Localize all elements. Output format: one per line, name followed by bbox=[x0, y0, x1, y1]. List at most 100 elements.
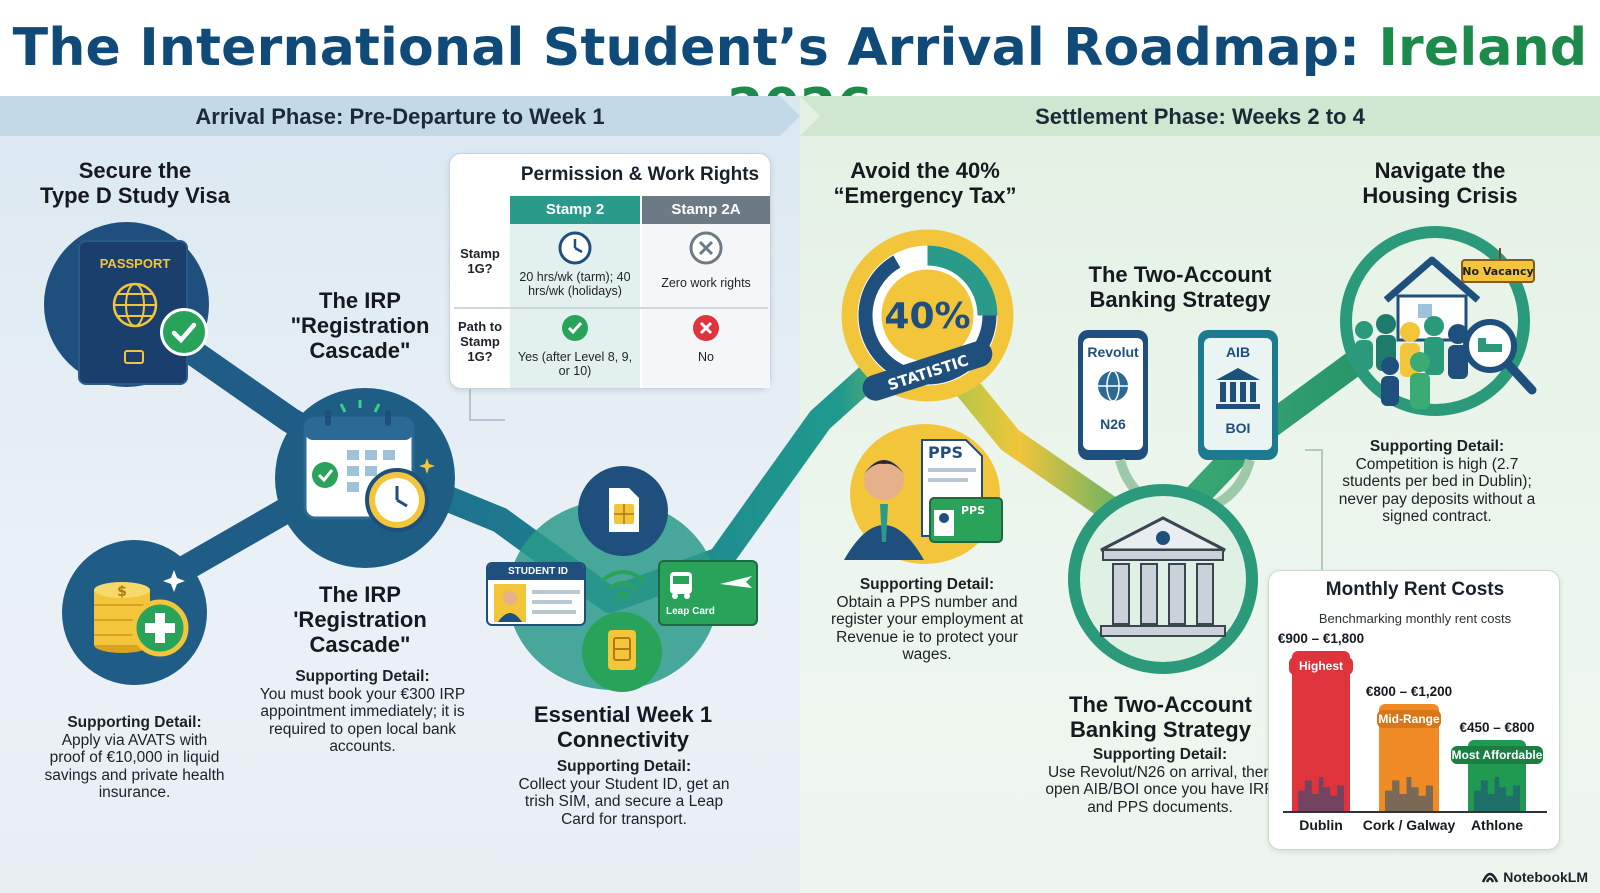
bank-building-icon bbox=[1216, 368, 1260, 409]
rent-callout-line bbox=[1305, 449, 1323, 572]
sim-bottom-circle bbox=[582, 612, 662, 692]
permission-col-stamp2: Stamp 2 bbox=[510, 196, 640, 224]
rent-city-1: Dublin bbox=[1299, 817, 1343, 833]
leap-card: Leap Card bbox=[658, 560, 758, 626]
passport-label: PASSPORT bbox=[99, 256, 171, 271]
rent-range-1: €900 – €1,800 bbox=[1277, 631, 1365, 646]
globe-icon bbox=[112, 282, 158, 328]
aib-label: AIB bbox=[1225, 344, 1251, 360]
visa-check-icon bbox=[160, 308, 208, 356]
visa-heading: Secure the Type D Study Visa bbox=[30, 158, 240, 208]
yes-check-icon bbox=[562, 315, 588, 341]
no-cross-icon bbox=[693, 315, 719, 341]
housing-heading-line2: Housing Crisis bbox=[1362, 183, 1518, 208]
irp-bottom-heading: The IRP 'Registration Cascade" bbox=[265, 582, 455, 657]
arrival-phase-bar bbox=[0, 96, 800, 136]
notebooklm-icon bbox=[1482, 872, 1499, 883]
pps-person-icon: PPS PPS bbox=[844, 439, 1003, 560]
student-id-label: STUDENT ID bbox=[488, 564, 584, 580]
no-work-icon bbox=[689, 231, 723, 265]
housing-heading: Navigate the Housing Crisis bbox=[1330, 158, 1550, 208]
rent-costs-card: Monthly Rent Costs Benchmarking monthly … bbox=[1268, 570, 1560, 850]
connectivity-heading-line1: Essential Week 1 bbox=[533, 702, 713, 727]
tax-heading-line2: “Emergency Tax” bbox=[833, 183, 1017, 208]
id-line bbox=[532, 610, 576, 614]
rent-badge-1: Highest bbox=[1289, 657, 1353, 675]
table-callout-line bbox=[469, 385, 505, 421]
banking-top-heading: The Two-Account Banking Strategy bbox=[1070, 262, 1290, 312]
calendar-clock-icon bbox=[303, 400, 435, 532]
revolut-phone: Revolut N26 bbox=[1078, 330, 1148, 460]
revolut-label: Revolut bbox=[1087, 344, 1139, 360]
rent-city-3: Athlone bbox=[1470, 817, 1524, 833]
rent-badge-2: Mid-Range bbox=[1377, 710, 1441, 728]
tax-heading: Avoid the 40% “Emergency Tax” bbox=[815, 158, 1035, 208]
permission-row2-label: Path to Stamp 1G? bbox=[457, 319, 503, 364]
boi-label: BOI bbox=[1225, 420, 1251, 436]
rent-city-2: Cork / Galway bbox=[1362, 817, 1456, 833]
connectivity-detail-label: Supporting Detail: bbox=[556, 758, 692, 775]
visa-detail-label: Supporting Detail: bbox=[67, 714, 202, 731]
rent-range-3: €450 – €800 bbox=[1459, 720, 1535, 735]
irp-bottom-line2: 'Registration bbox=[293, 607, 427, 632]
brand-logo: NotebookLM bbox=[1481, 869, 1588, 885]
arrival-phase-label: Arrival Phase: Pre-Departure to Week 1 bbox=[195, 104, 605, 129]
banking-detail-label: Supporting Detail: bbox=[1092, 746, 1228, 763]
n26-label: N26 bbox=[1100, 416, 1126, 432]
housing-crowd-icon: No Vacancy bbox=[1355, 248, 1537, 409]
title-main: The International Student’s Arrival Road… bbox=[12, 18, 1379, 78]
page-title: The International Student’s Arrival Road… bbox=[0, 18, 1600, 138]
connectivity-heading: Essential Week 1 Connectivity bbox=[508, 702, 738, 752]
coins-health-icon: $ bbox=[94, 570, 189, 657]
visa-detail: Supporting Detail: Apply via AVATS with … bbox=[42, 714, 227, 802]
housing-detail-label: Supporting Detail: bbox=[1369, 438, 1505, 455]
globe-icon bbox=[1098, 370, 1128, 402]
svg-text:$: $ bbox=[117, 584, 127, 600]
student-avatar-icon bbox=[494, 584, 526, 622]
connectivity-detail-text: Collect your Student ID, get an trish SI… bbox=[518, 775, 730, 828]
permission-col-stamp2a: Stamp 2A bbox=[642, 196, 770, 224]
tax-detail-label: Supporting Detail: bbox=[859, 576, 995, 593]
rent-baseline bbox=[1283, 811, 1547, 813]
irp-top-line1: The IRP bbox=[319, 288, 401, 313]
aib-phone: AIB BOI bbox=[1198, 330, 1278, 460]
housing-detail: Supporting Detail: Competition is high (… bbox=[1328, 438, 1546, 526]
housing-heading-line1: Navigate the bbox=[1374, 158, 1506, 183]
tax-percent: 40% bbox=[884, 296, 970, 337]
tax-detail-text: Obtain a PPS number and register your em… bbox=[830, 593, 1024, 664]
sim-chip-icon bbox=[608, 630, 636, 670]
pps-doc-label: PPS bbox=[928, 443, 963, 462]
housing-detail-text: Competition is high (2.7 students per be… bbox=[1338, 455, 1536, 526]
tax-heading-line1: Avoid the 40% bbox=[850, 158, 1000, 183]
permission-r1c2: Zero work rights bbox=[661, 276, 751, 290]
student-id-card: STUDENT ID bbox=[486, 562, 586, 626]
wifi-icon bbox=[601, 570, 645, 598]
central-bank-icon bbox=[1100, 516, 1226, 637]
visa-heading-line1: Secure the bbox=[78, 158, 192, 183]
leap-card-label: Leap Card bbox=[666, 606, 715, 617]
sim-card-icon bbox=[609, 488, 639, 532]
banking-bottom-line1: The Two-Account bbox=[1069, 692, 1252, 717]
bus-icon bbox=[670, 572, 692, 599]
chip-icon bbox=[124, 350, 144, 364]
irp-detail: Supporting Detail: You must book your €3… bbox=[245, 668, 480, 756]
revolut-screen: Revolut N26 bbox=[1083, 338, 1143, 450]
connectivity-heading-line2: Connectivity bbox=[556, 727, 690, 752]
banking-top-line2: Banking Strategy bbox=[1089, 287, 1271, 312]
permission-r2c1: Yes (after Level 8, 9, or 10) bbox=[517, 350, 633, 378]
rent-subtitle: Benchmarking monthly rent costs bbox=[1318, 611, 1512, 626]
visa-detail-text: Apply via AVATS with proof of €10,000 in… bbox=[44, 731, 225, 802]
rent-title: Monthly Rent Costs bbox=[1325, 579, 1505, 600]
connectivity-detail: Supporting Detail: Collect your Student … bbox=[510, 758, 738, 828]
sim-top-circle bbox=[578, 466, 668, 556]
banking-detail: Supporting Detail: Use Revolut/N26 on ar… bbox=[1040, 746, 1280, 816]
permission-r2c2: No bbox=[698, 350, 714, 364]
rent-badge-3: Most Affordable bbox=[1451, 746, 1543, 764]
irp-bottom-line1: The IRP bbox=[319, 582, 401, 607]
irp-detail-label: Supporting Detail: bbox=[295, 668, 430, 685]
banking-top-line1: The Two-Account bbox=[1088, 262, 1272, 287]
settlement-phase-label: Settlement Phase: Weeks 2 to 4 bbox=[1035, 104, 1365, 129]
banking-bottom-line2: Banking Strategy bbox=[1070, 717, 1251, 742]
permission-table: Permission & Work Rights Stamp 2 Stamp 2… bbox=[449, 153, 771, 389]
